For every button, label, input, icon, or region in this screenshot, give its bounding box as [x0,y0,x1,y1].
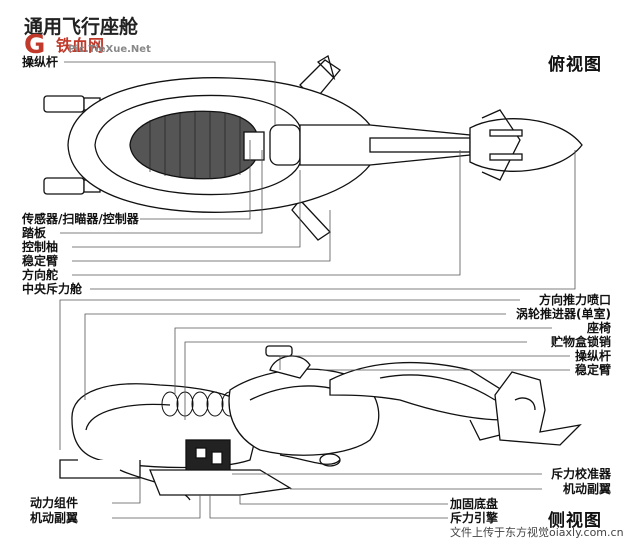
side-view-drawing [59,345,582,501]
label-repulsor-engine: 斥力引擎 [450,511,499,525]
label-repulsor-calibrator: 斥力校准器 [550,467,611,481]
top-view-drawing [43,55,583,241]
label-aileron-right: 机动副翼 [562,482,611,496]
label-storage-latch: 贮物盒锁销 [550,335,611,349]
watermark-footer: 文件上传于东方视觉oiaxly.com.cn [450,526,624,539]
watermark-brand: 铁血网 [56,36,105,55]
label-turbine: 涡轮推进器(单室) [516,307,611,321]
label-seat: 座椅 [586,321,611,335]
label-aileron-left: 机动副翼 [30,511,79,525]
label-sensors: 传感器/扫瞄器/控制器 [22,212,139,226]
label-joystick-side: 操纵杆 [574,349,611,363]
label-thrust-nozzle: 方向推力喷口 [538,293,611,307]
label-control-shaft: 控制柚 [22,240,59,254]
label-rudder: 方向舵 [22,268,59,282]
label-pedal: 踏板 [22,226,47,240]
label-stabilizer-side: 稳定臂 [574,363,611,377]
watermark-title: 通用飞行座舱 [24,16,139,38]
label-joystick-top: 操纵杆 [22,55,59,69]
view-title-top: 俯视图 [548,55,602,75]
leader-lines [59,61,576,519]
label-stabilizer-top: 稳定臂 [22,254,59,268]
watermark-url: Pic.TieXue.Net [68,44,151,55]
label-power-unit: 动力组件 [30,496,79,510]
label-central-repulsor: 中央斥力舱 [22,282,83,296]
watermark-logo-icon: G [24,30,46,60]
label-reinforced-chassis: 加固底盘 [450,497,499,511]
view-title-side: 侧视图 [548,511,602,531]
